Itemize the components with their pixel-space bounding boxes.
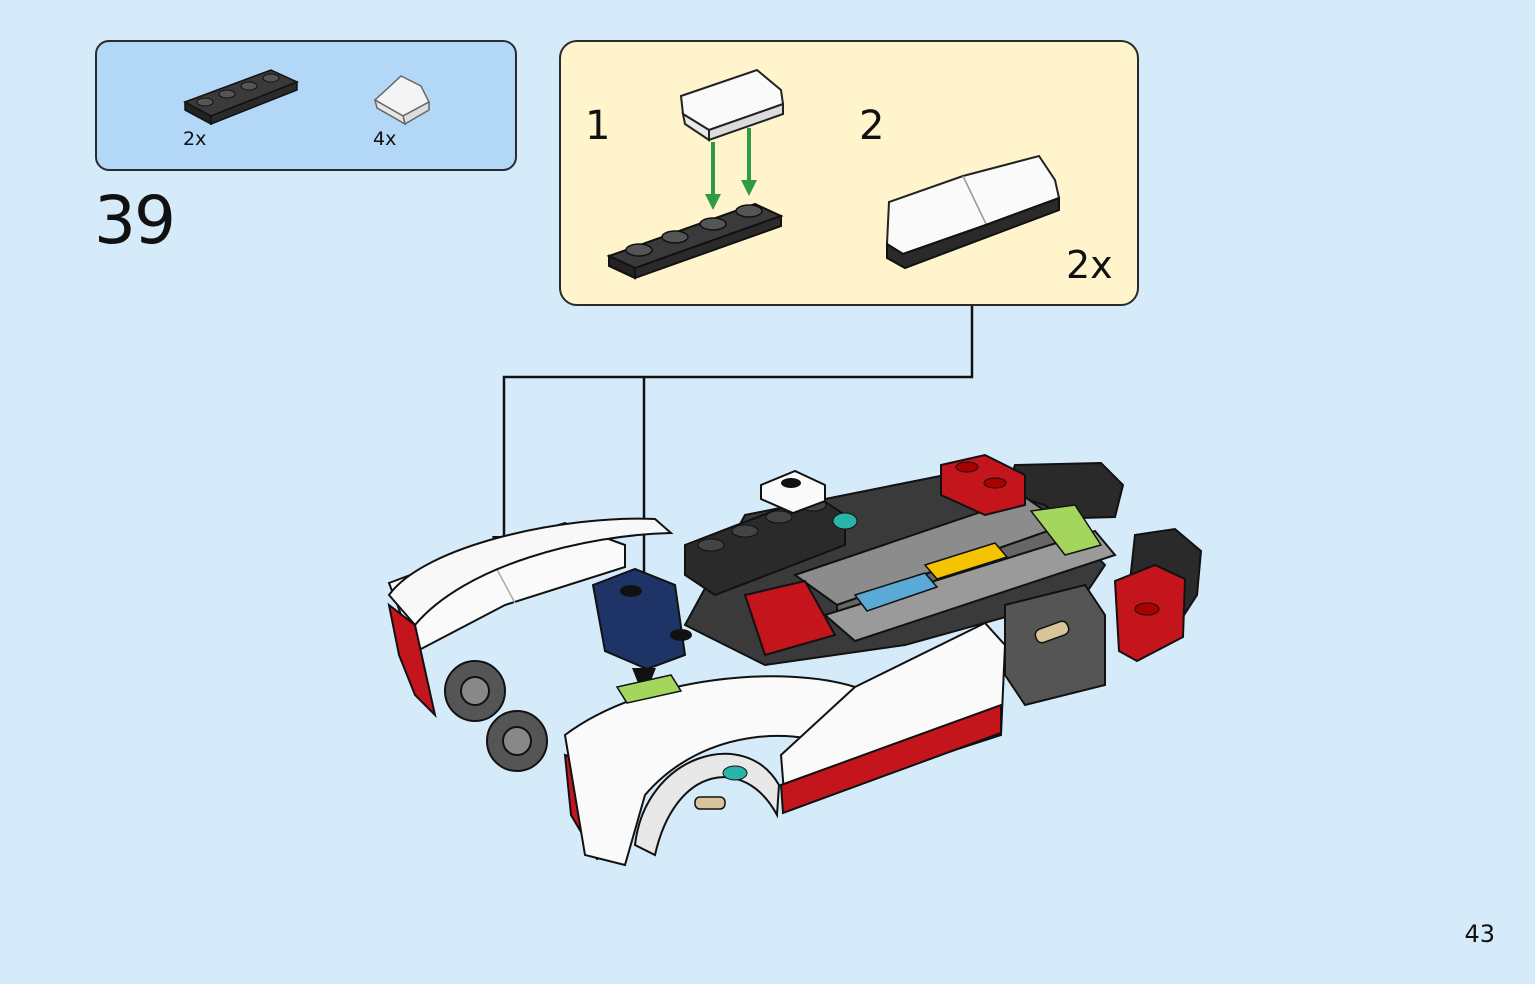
green-arrow-icon: [705, 128, 757, 210]
slope-white-part: [373, 75, 430, 126]
part-qty-plate: 2x: [183, 128, 207, 150]
subassembly-box: 1 2 2x: [559, 40, 1139, 306]
page-number: 43: [1464, 920, 1495, 948]
plate-1x4-black-part: [183, 69, 299, 126]
parts-list-box: 2x 4x: [95, 40, 517, 171]
part-qty-slope: 4x: [373, 128, 397, 150]
substep-2-illustration: [885, 154, 1061, 270]
subassembly-multiplier: 2x: [1066, 243, 1113, 287]
step-number: 39: [94, 182, 176, 259]
substep-1-illustration: [606, 68, 785, 280]
substep-1-label: 1: [585, 103, 611, 149]
substep-2-label: 2: [859, 103, 885, 149]
car-model-illustration: [387, 453, 1203, 867]
